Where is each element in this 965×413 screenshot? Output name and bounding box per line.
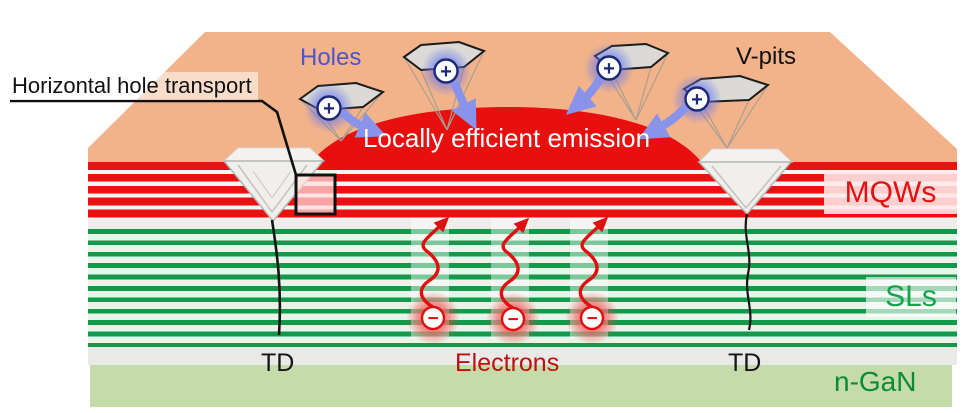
- td-label-right: TD: [728, 349, 762, 377]
- electrons-label: Electrons: [455, 349, 560, 377]
- td-label-left: TD: [261, 349, 295, 377]
- buffer-layer: [88, 347, 957, 365]
- sls-label: SLs: [866, 277, 956, 317]
- electron-minus-glyph: −: [427, 309, 438, 330]
- threading-dislocation-line-left: [270, 219, 282, 336]
- highlight-box: [294, 173, 337, 216]
- horizontal-hole-transport-label: Horizontal hole transport: [6, 72, 258, 100]
- emission-dome: [306, 107, 707, 170]
- spacer-layer: [88, 219, 957, 229]
- electron-minus-glyph: −: [586, 309, 597, 330]
- sidewall-highlight-fill: [296, 175, 335, 214]
- electron-minus-glyph: −: [507, 310, 518, 331]
- mqws-label: MQWs: [824, 172, 957, 214]
- holes-label: Holes: [300, 44, 362, 71]
- hole-plus-glyph: +: [323, 98, 335, 120]
- n-gan-layer: [90, 365, 952, 407]
- hole-arrow-icon: [339, 74, 689, 140]
- v-pit-cross-section-right: [697, 148, 794, 216]
- hole-plus-glyph: +: [691, 89, 703, 111]
- electron-icon: − − −: [420, 305, 605, 332]
- hole-plus-glyph: +: [440, 61, 452, 83]
- hole-plus-icon: + + + +: [316, 55, 710, 121]
- threading-dislocation-line-right: [744, 213, 752, 331]
- hole-plus-glyph: +: [603, 58, 615, 80]
- callout-line: [10, 99, 298, 176]
- n-gan-label: n-GaN: [834, 366, 917, 397]
- emission-label: Locally efficient emission: [362, 123, 651, 153]
- v-pits-label: V-pits: [736, 43, 797, 70]
